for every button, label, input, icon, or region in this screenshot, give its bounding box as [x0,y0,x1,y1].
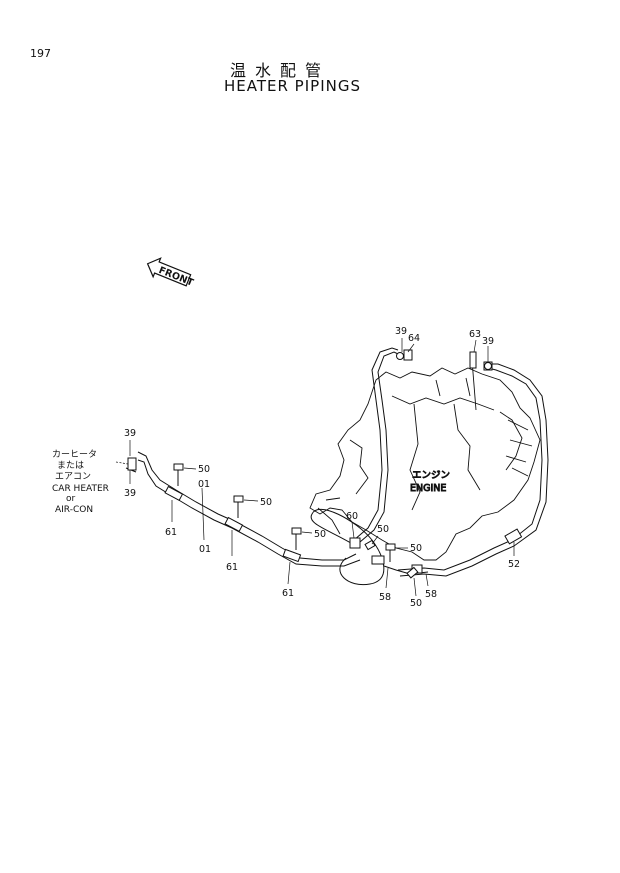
callout-52: 52 [508,559,520,570]
callout-61: 61 [282,588,294,599]
callout-39: 39 [395,326,407,337]
callout-58: 58 [425,589,437,600]
callout-50: 50 [377,524,389,535]
heater-hoses [125,347,549,586]
callout-63: 63 [469,329,481,340]
callout-39: 39 [482,336,494,347]
front-arrow: FRONT [146,257,195,289]
callout-60: 60 [346,511,358,522]
callout-50: 50 [410,543,422,554]
callout-01: 01 [198,479,210,490]
callout-61: 61 [226,562,238,573]
callout-58: 58 [379,592,391,603]
note-line: エアコン [55,472,91,482]
note-line: CAR HEATER [52,484,109,494]
callout-50: 50 [410,598,422,609]
page-number: 197 [30,47,51,60]
leader-lines [115,338,515,597]
bolts [173,352,492,579]
connection-note: カーヒータ または エアコン CAR HEATER or AIR-CON [52,449,109,515]
page-title-japanese: 温水配管 [229,61,330,80]
callout-39: 39 [124,488,136,499]
engine-outline: エンジン ENGINE [309,359,541,561]
note-line: または [57,460,84,471]
callout-50: 50 [198,464,210,475]
note-line: カーヒータ [52,449,97,460]
callout-61: 61 [165,527,177,538]
callout-01: 01 [199,544,211,555]
callout-50: 50 [260,497,272,508]
page-title: HEATER PIPINGS [224,77,361,95]
engine-label-japanese: エンジン [412,470,450,481]
note-line: or [66,494,76,504]
note-line: AIR-CON [55,505,93,515]
callout-50: 50 [314,529,326,540]
clamps [127,349,523,574]
callouts: 39 39 50 01 61 01 50 61 50 61 60 50 50 5… [124,326,520,609]
callout-39: 39 [124,428,136,439]
engine-label: ENGINE [410,483,446,494]
callout-64: 64 [408,333,420,344]
